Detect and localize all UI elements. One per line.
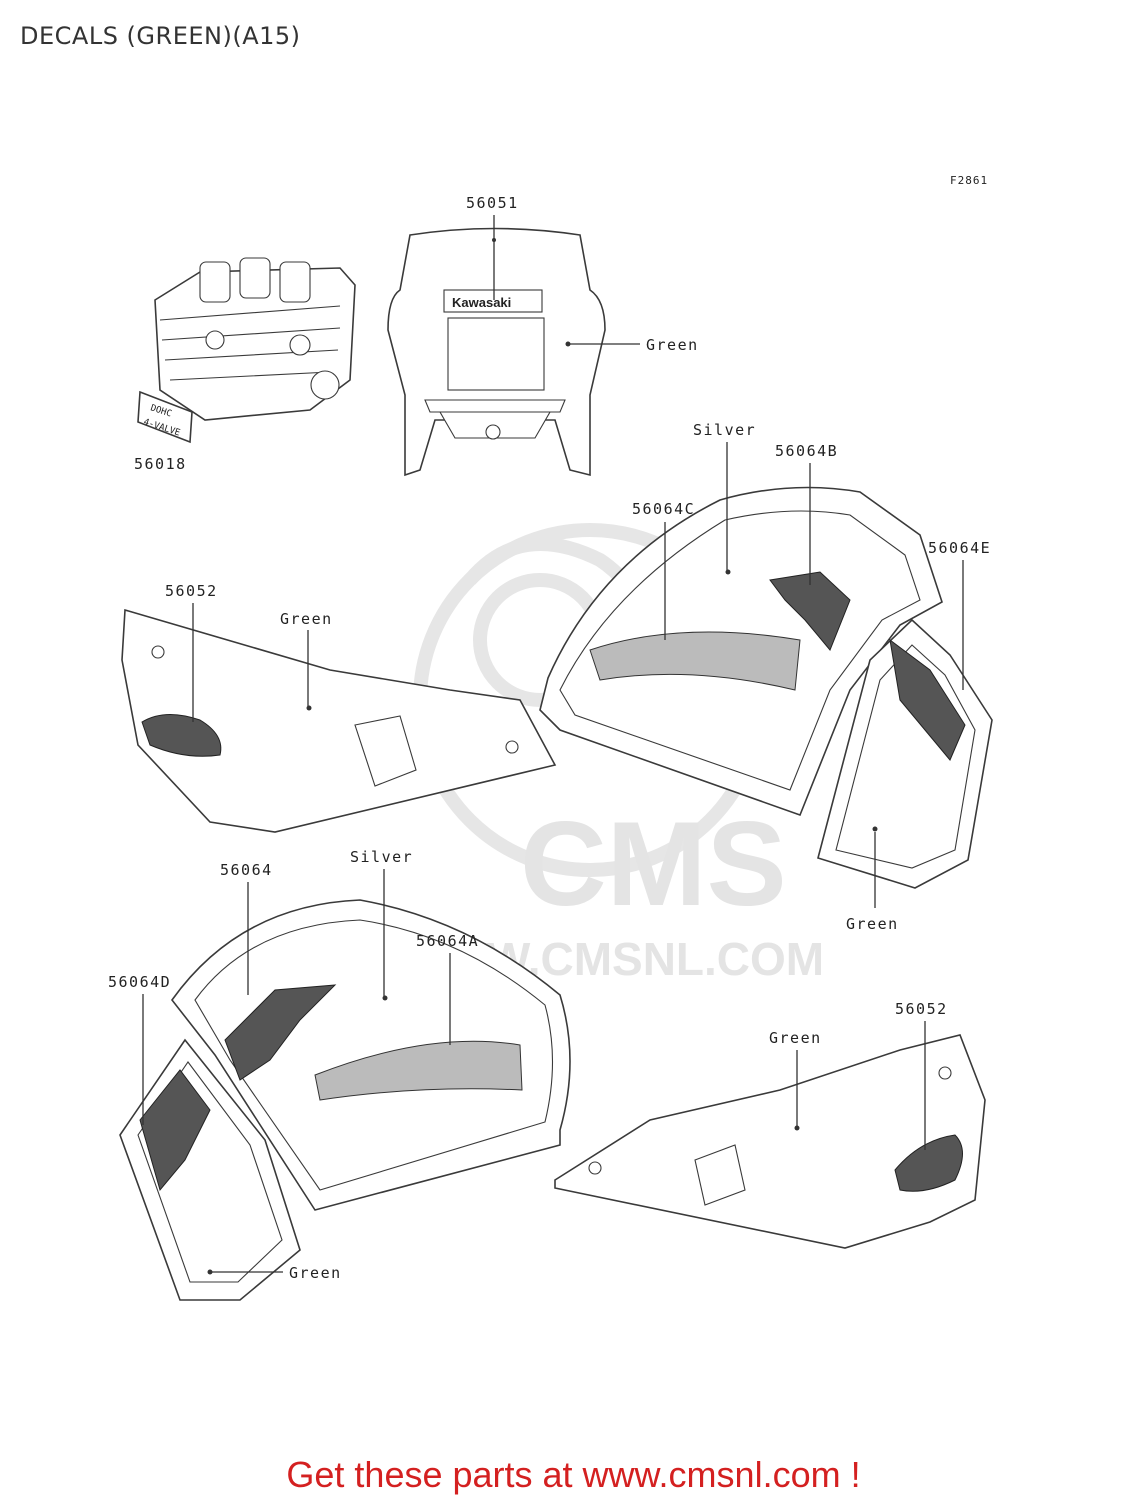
label-green-left-panel: Green [289, 1264, 342, 1282]
label-56052-bottom: 56052 [895, 1000, 948, 1018]
left-tank-shroud-part [171, 899, 571, 1211]
label-56052-top: 56052 [165, 582, 218, 600]
label-56064B: 56064B [775, 442, 838, 460]
label-56064: 56064 [220, 861, 273, 879]
label-56051: 56051 [466, 194, 519, 212]
right-side-panel-part [817, 618, 993, 889]
label-silver-bottom: Silver [350, 848, 413, 866]
label-green-sidecover-bottom: Green [769, 1029, 822, 1047]
left-side-panel-part [119, 1038, 301, 1301]
right-tank-shroud-part [539, 486, 943, 817]
label-56064A: 56064A [416, 932, 479, 950]
label-56018: 56018 [134, 455, 187, 473]
label-green-cowl: Green [646, 336, 699, 354]
label-56064E: 56064E [928, 539, 991, 557]
cylinder-head-part: DOHC 4-VALVE [137, 257, 356, 444]
label-green-sidecover-top: Green [280, 610, 333, 628]
right-side-cover-part [554, 1034, 986, 1249]
footer-cta-link[interactable]: Get these parts at www.cmsnl.com ! [286, 1454, 861, 1495]
front-cowl-part: Kawasaki [387, 227, 606, 477]
watermark-logo-text: CMS [520, 797, 787, 931]
label-56064D: 56064D [108, 973, 171, 991]
cowl-kawasaki-logo: Kawasaki [452, 295, 511, 310]
figure-code: F2861 [950, 174, 988, 187]
label-56064C: 56064C [632, 500, 695, 518]
page-title: DECALS (GREEN)(A15) [20, 22, 301, 50]
left-side-cover-part [121, 608, 557, 833]
label-silver-top: Silver [693, 421, 756, 439]
label-green-right-panel: Green [846, 915, 899, 933]
